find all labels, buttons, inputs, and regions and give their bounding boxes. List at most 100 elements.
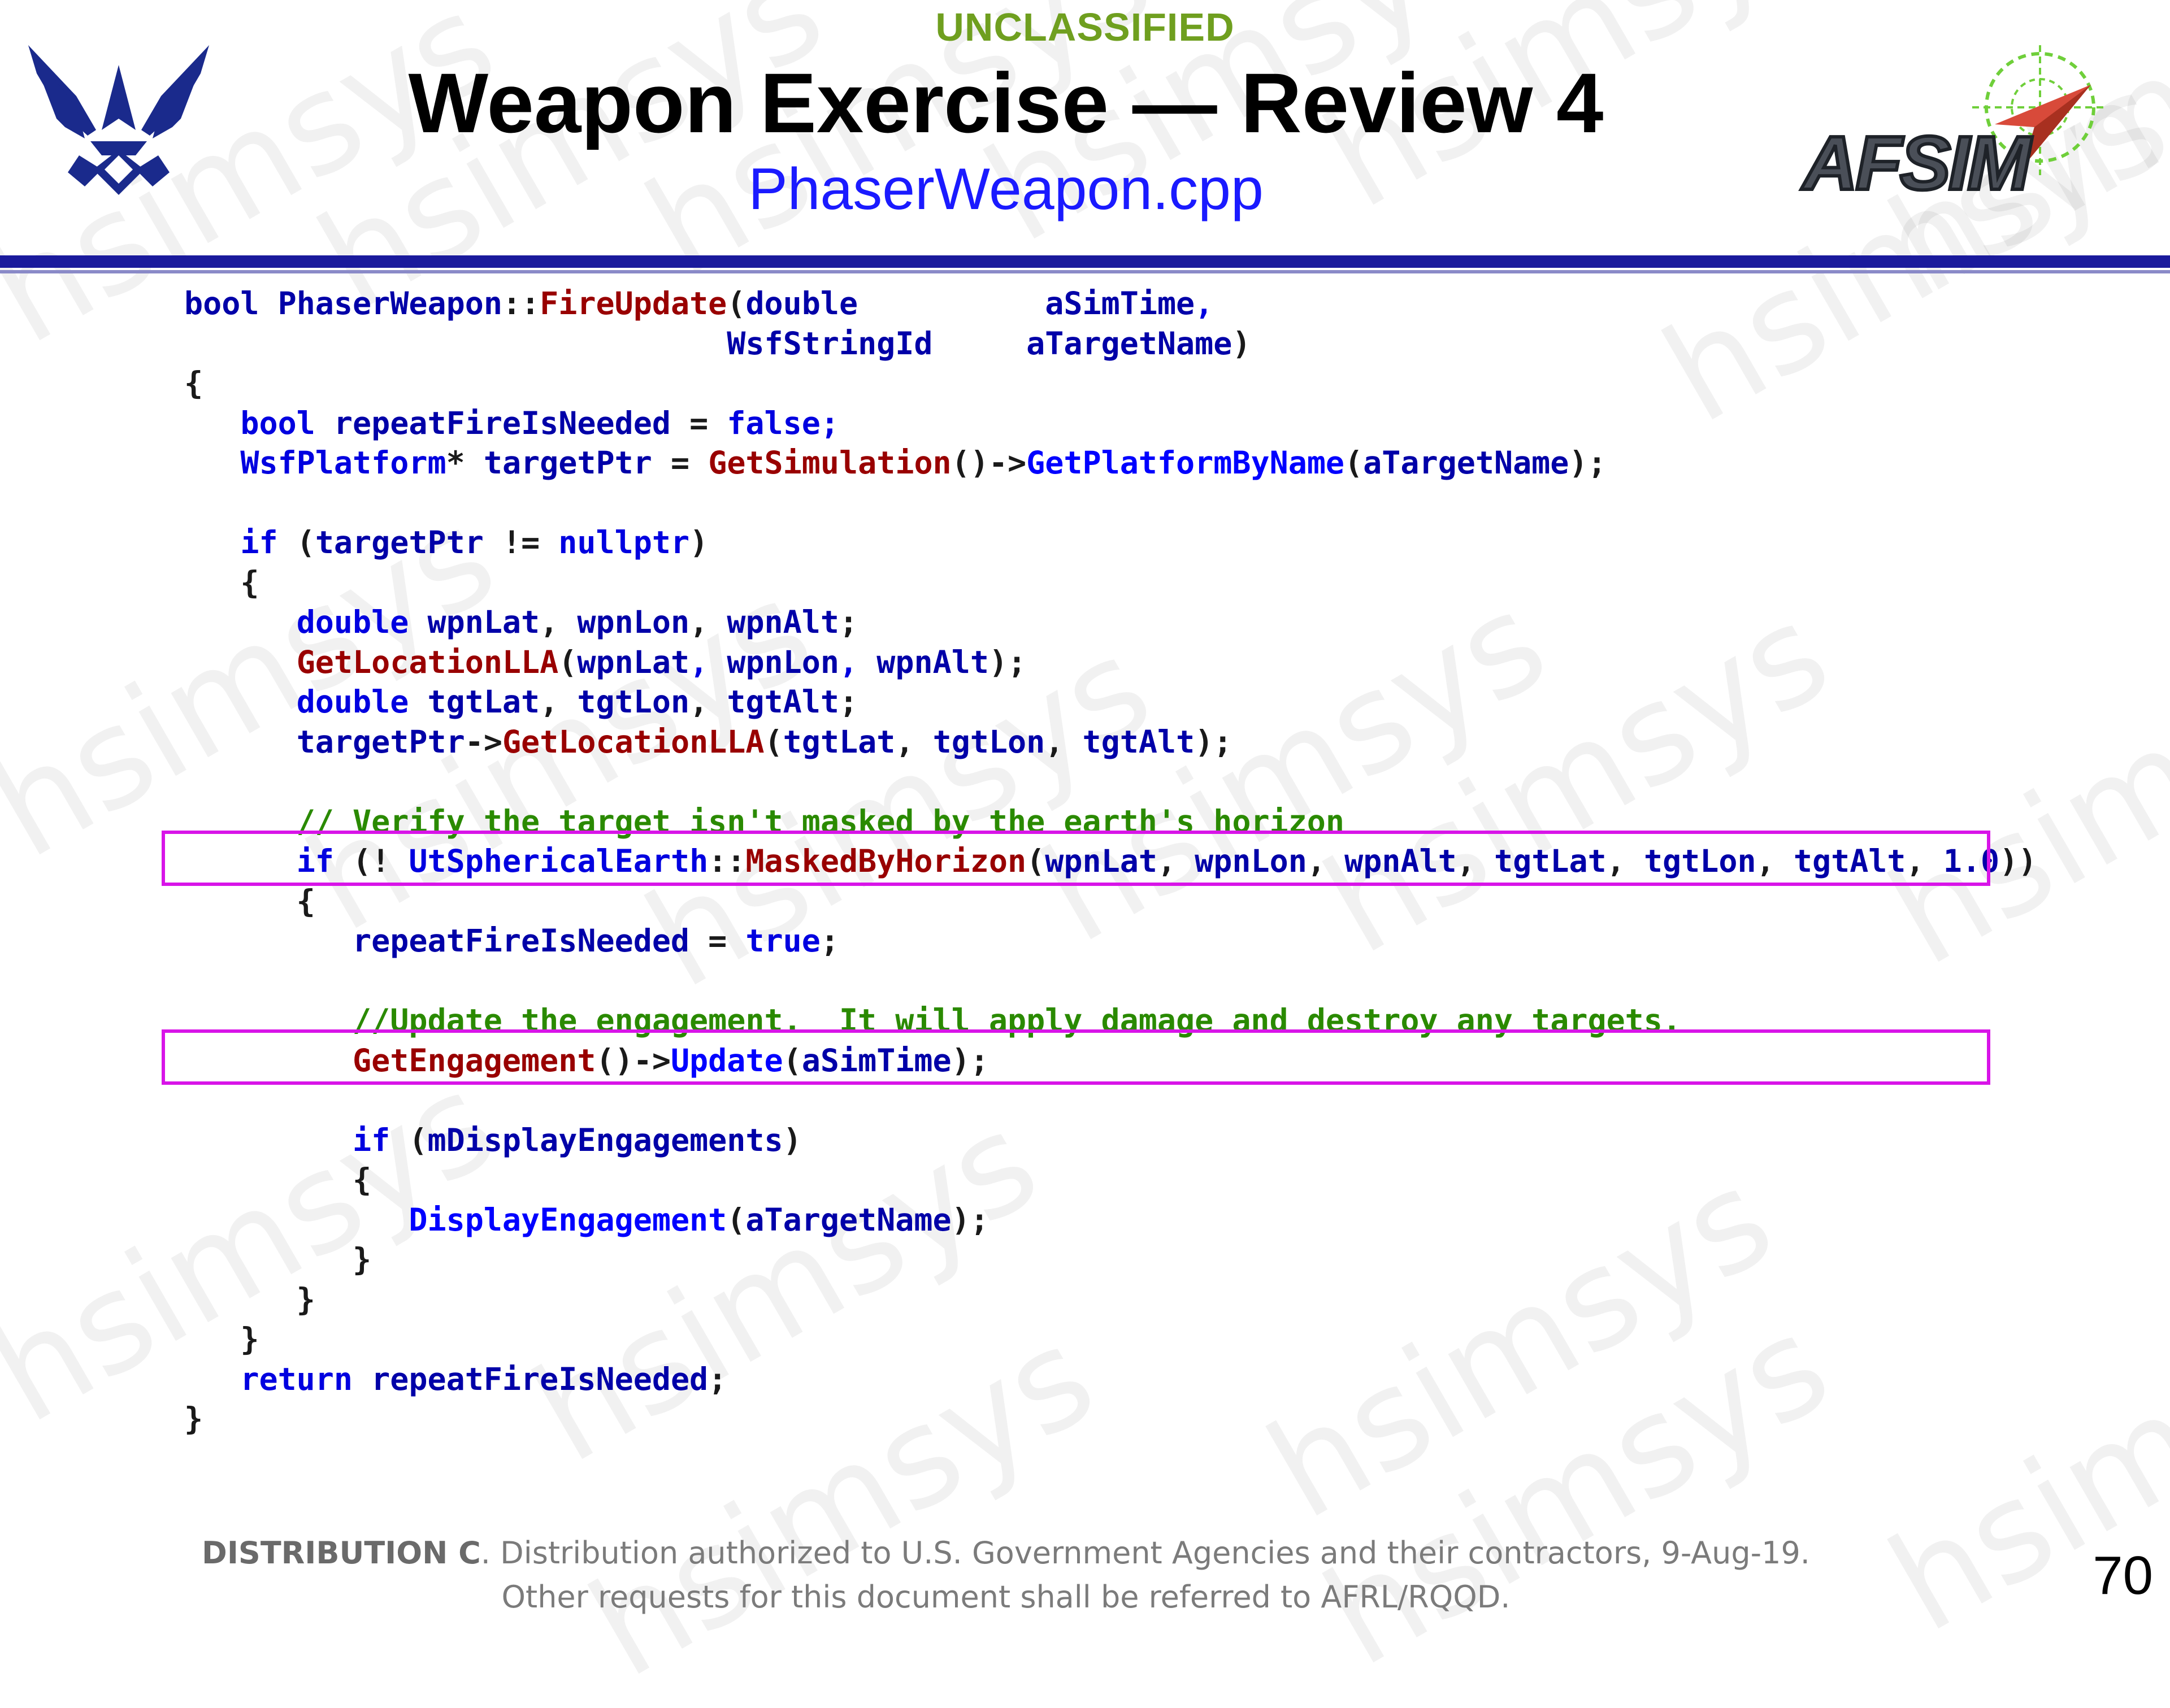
code-token: wpnLon — [727, 644, 840, 680]
code-token — [184, 923, 353, 959]
code-token: wpnLat — [1045, 843, 1157, 879]
code-token: ; — [820, 923, 839, 959]
code-line: WsfStringId aTargetName) — [184, 324, 2037, 364]
code-token: )) — [1999, 843, 2037, 879]
code-token: * — [446, 445, 484, 481]
code-line: GetLocationLLA(wpnLat, wpnLon, wpnAlt); — [184, 642, 2037, 683]
code-token — [184, 445, 240, 481]
code-token: repeatFireIsNeeded — [333, 405, 690, 441]
code-token: { — [184, 883, 315, 919]
code-line: if (targetPtr != nullptr) — [184, 523, 2037, 563]
code-token — [184, 644, 297, 680]
code-token: , — [1906, 843, 1943, 879]
code-token: double — [745, 285, 858, 321]
code-token: , — [689, 684, 727, 720]
code-token: , — [1756, 843, 1794, 879]
code-token — [184, 524, 240, 560]
code-token: Update — [670, 1042, 783, 1079]
code-token: ); — [951, 1201, 989, 1238]
classification-label: UNCLASSIFIED — [935, 5, 1235, 49]
highlight-box-masked-by-horizon — [162, 831, 1990, 886]
code-token: ( — [1026, 843, 1045, 879]
air-force-logo-icon — [28, 45, 209, 195]
code-token: { — [184, 1162, 372, 1198]
code-line: { — [184, 881, 2037, 922]
code-token — [184, 604, 297, 640]
code-token: = — [670, 445, 709, 481]
code-token: bool — [184, 285, 278, 321]
code-line: if (! UtSphericalEarth::MaskedByHorizon(… — [184, 841, 2037, 881]
code-token: if — [240, 524, 297, 560]
code-token: ) — [689, 524, 709, 560]
code-token: MaskedByHorizon — [745, 843, 1027, 879]
code-token — [933, 325, 1027, 362]
code-token: -> — [465, 723, 502, 760]
code-token: tgtAlt — [1793, 843, 1906, 879]
code-line: bool PhaserWeapon::FireUpdate(double aSi… — [184, 284, 2037, 324]
code-token: ( — [764, 723, 783, 760]
code-line: targetPtr->GetLocationLLA(tgtLat, tgtLon… — [184, 722, 2037, 762]
code-token: ( — [783, 1042, 802, 1079]
code-token: double — [296, 684, 428, 720]
slide-subtitle: PhaserWeapon.cpp — [748, 157, 1264, 222]
code-token: aSimTime — [1045, 285, 1195, 321]
code-token — [184, 1361, 240, 1397]
code-token: tgtLat — [783, 723, 896, 760]
code-token: { — [184, 365, 203, 401]
code-token: double — [296, 604, 428, 640]
code-token — [184, 1122, 353, 1158]
code-token: ); — [1195, 723, 1232, 760]
code-line: GetEngagement()->Update(aSimTime); — [184, 1041, 2037, 1081]
code-token: , — [540, 604, 578, 640]
code-token: = — [689, 405, 727, 441]
code-line: return repeatFireIsNeeded; — [184, 1359, 2037, 1400]
code-token: ; — [708, 1361, 727, 1397]
code-token: , — [1195, 285, 1214, 321]
highlight-box-engagement-update — [162, 1029, 1990, 1085]
code-line: { — [184, 563, 2037, 603]
code-token: } — [184, 1241, 372, 1277]
afsim-logo-icon: AFSIM — [1799, 45, 2108, 207]
slide-title: Weapon Exercise — Review 4 — [408, 55, 1604, 150]
code-token: ( — [296, 524, 315, 560]
code-token: repeatFireIsNeeded — [353, 923, 709, 959]
code-token: , — [839, 644, 877, 680]
afsim-logo-text: AFSIM — [1801, 120, 2033, 206]
code-token: true — [745, 923, 821, 959]
code-token: ); — [1569, 445, 1607, 481]
code-token: wpnLat — [577, 644, 690, 680]
code-token: ()-> — [951, 445, 1027, 481]
header-divider-shadow — [0, 270, 2170, 273]
code-token: aTargetName — [745, 1201, 952, 1238]
code-line: } — [184, 1280, 2037, 1320]
code-token: , — [689, 644, 727, 680]
code-token: ( — [558, 644, 578, 680]
code-token: WsfPlatform — [240, 445, 446, 481]
code-token: :: — [502, 285, 540, 321]
code-token: ); — [951, 1042, 989, 1079]
code-token: wpnLon — [1195, 843, 1307, 879]
code-token: ( — [409, 1122, 428, 1158]
code-token: ) — [783, 1122, 802, 1158]
code-token: aSimTime — [801, 1042, 952, 1079]
code-token: } — [184, 1281, 315, 1318]
code-token: ; — [839, 604, 858, 640]
code-token: GetEngagement — [353, 1042, 596, 1079]
code-line: repeatFireIsNeeded = true; — [184, 921, 2037, 961]
code-line: if (mDisplayEngagements) — [184, 1120, 2037, 1161]
code-token: return — [240, 1361, 372, 1397]
code-line: { — [184, 363, 2037, 403]
page-number: 70 — [2093, 1545, 2153, 1606]
code-token: WsfStringId — [727, 325, 933, 362]
distribution-statement: DISTRIBUTION C. Distribution authorized … — [0, 1531, 2012, 1619]
code-token: DisplayEngagement — [409, 1201, 727, 1238]
code-token — [184, 684, 297, 720]
code-line: DisplayEngagement(aTargetName); — [184, 1200, 2037, 1240]
code-token: GetLocationLLA — [502, 723, 765, 760]
code-token: mDisplayEngagements — [427, 1122, 783, 1158]
code-line: { — [184, 1160, 2037, 1200]
distribution-text: . Distribution authorized to U.S. Govern… — [480, 1535, 1810, 1571]
code-token: (! — [353, 843, 409, 879]
code-token: wpnAlt — [727, 604, 840, 640]
code-line: double tgtLat, tgtLon, tgtAlt; — [184, 682, 2037, 722]
